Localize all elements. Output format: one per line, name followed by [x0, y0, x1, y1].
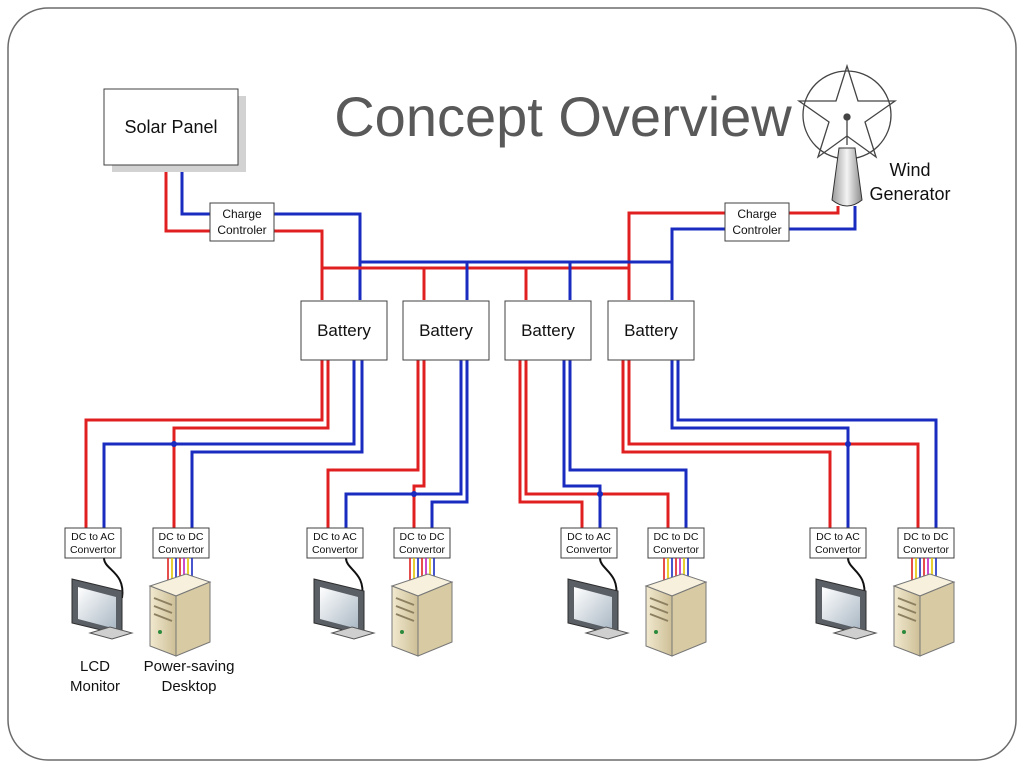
wire-positive [412, 360, 426, 528]
convertor-line2: Convertor [566, 544, 613, 556]
convertor-line2: Convertor [815, 544, 862, 556]
wind-generator: Wind Generator [796, 63, 951, 207]
wire-positive [326, 360, 420, 528]
wiring [84, 166, 938, 599]
convertor-dc-dc: DC to DC Convertor [152, 527, 210, 559]
convertor-line2: Convertor [903, 544, 950, 556]
convertor-line1: DC to AC [816, 531, 860, 543]
wire-negative [344, 360, 463, 528]
convertor-line1: DC to DC [400, 531, 445, 543]
wind-generator-line2: Generator [869, 184, 950, 204]
wire-crossing [171, 441, 177, 447]
convertor-dc-dc: DC to DC Convertor [897, 527, 955, 559]
convertor-line1: DC to AC [567, 531, 611, 543]
convertor-line2: Convertor [399, 544, 446, 556]
wire-positive [788, 206, 840, 215]
lcd-monitor-label-line2: Monitor [70, 678, 120, 695]
wire-crossing [597, 491, 603, 497]
wind-generator-line1: Wind [889, 160, 930, 180]
convertor-line2: Convertor [158, 544, 205, 556]
wire-negative [430, 360, 469, 528]
wire-crossing [411, 491, 417, 497]
lcd-monitor-icon [815, 578, 878, 640]
charge-controller-right: Charge Controler [724, 202, 790, 242]
desktop-computer-icon [148, 558, 212, 657]
wire-negative [190, 360, 364, 528]
lcd-monitor-label-line1: LCD [80, 658, 110, 675]
lcd-monitor-icon [71, 578, 134, 640]
desktop-label-line1: Power-saving [144, 658, 235, 675]
wire-negative [670, 227, 726, 300]
battery-label: Battery [624, 321, 678, 340]
wire-negative [676, 360, 938, 528]
convertor-line2: Convertor [312, 544, 359, 556]
battery: Battery [402, 300, 490, 361]
convertor-dc-ac: DC to AC Convertor [809, 527, 867, 559]
convertor-dc-ac: DC to AC Convertor [306, 527, 364, 559]
charge-controller-left: Charge Controler [209, 202, 275, 242]
wire-positive [84, 360, 324, 528]
wire-negative [788, 206, 857, 231]
convertor-line1: DC to AC [71, 531, 115, 543]
convertor-line2: Convertor [653, 544, 700, 556]
wire-positive [627, 360, 920, 528]
wire-positive [172, 360, 330, 528]
wire-negative [180, 166, 212, 216]
convertor-line1: DC to DC [654, 531, 699, 543]
battery: Battery [504, 300, 592, 361]
battery-label: Battery [419, 321, 473, 340]
convertor-dc-dc: DC to DC Convertor [647, 527, 705, 559]
wire-negative [274, 212, 362, 300]
solar-panel: Solar Panel [103, 88, 246, 172]
lcd-monitor-icon [313, 578, 376, 640]
wire-positive [621, 360, 832, 528]
lcd-monitor-icon [567, 578, 630, 640]
wire-positive [274, 229, 324, 300]
wire-positive [627, 211, 726, 300]
charge-controller-line2: Controler [217, 223, 266, 237]
desktop-computer-icon [644, 558, 708, 657]
battery: Battery [607, 300, 695, 361]
wire-positive [518, 360, 584, 528]
wire-negative [568, 360, 688, 528]
solar-panel-label: Solar Panel [124, 117, 217, 137]
desktop-label-line2: Desktop [161, 678, 216, 695]
convertor-dc-dc: DC to DC Convertor [393, 527, 451, 559]
wire-negative [562, 360, 602, 528]
convertor-line1: DC to AC [313, 531, 357, 543]
convertor-line1: DC to DC [159, 531, 204, 543]
desktop-computer-icon [892, 558, 956, 657]
wire-negative [102, 360, 356, 528]
wire-negative [670, 360, 850, 528]
charge-controller-line1: Charge [737, 207, 777, 221]
convertor-line1: DC to DC [904, 531, 949, 543]
wind-tower-icon [831, 147, 863, 207]
charge-controller-line2: Controler [732, 223, 781, 237]
convertor-dc-ac: DC to AC Convertor [560, 527, 618, 559]
slide-frame [7, 7, 1017, 761]
battery-label: Battery [521, 321, 575, 340]
wire-crossing [845, 441, 851, 447]
desktop-computer-icon [390, 558, 454, 657]
wire-positive [164, 166, 212, 233]
battery-label: Battery [317, 321, 371, 340]
convertor-line2: Convertor [70, 544, 117, 556]
charge-controller-line1: Charge [222, 207, 262, 221]
convertor-dc-ac: DC to AC Convertor [64, 527, 122, 559]
slide-title: Concept Overview [334, 85, 792, 148]
battery: Battery [300, 300, 388, 361]
